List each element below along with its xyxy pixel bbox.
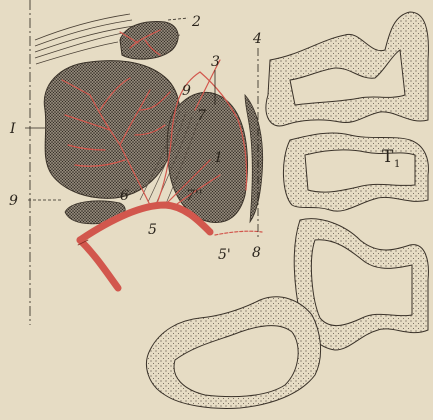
label-5-prime: 5' <box>218 247 231 263</box>
label-7-dprime: 7'' <box>186 188 203 204</box>
label-7: 7 <box>197 108 206 124</box>
label-9-top: 9 <box>182 83 191 99</box>
label-2: 2 <box>191 14 201 30</box>
cortex-upper-ribbon <box>266 12 428 126</box>
label-8: 8 <box>252 245 261 261</box>
sulcus-2 <box>305 150 415 192</box>
label-5: 5 <box>148 222 157 238</box>
label-roman-I: I <box>9 121 16 137</box>
label-T-subscript: 1 <box>394 159 400 170</box>
label-1: 1 <box>214 150 223 166</box>
artery-main-trunk <box>80 240 118 288</box>
label-T: T <box>382 147 394 167</box>
label-3: 3 <box>211 54 220 70</box>
label-9-left: 9 <box>9 193 18 209</box>
label-4: 4 <box>252 31 262 47</box>
label-6: 6 <box>120 188 129 204</box>
